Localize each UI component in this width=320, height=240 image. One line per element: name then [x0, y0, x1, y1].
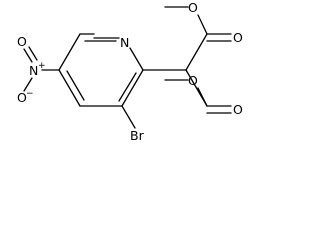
bond-nitro-n-o-top — [23, 48, 33, 63]
atom-labels: N Br N + O O − O O O O — [17, 0, 243, 143]
bond-c-bottom-o-ether — [197, 87, 208, 107]
nitro-nitrogen-charge: + — [38, 61, 46, 71]
nitro-oxygen-bottom-label: O — [17, 90, 27, 105]
bonds — [23, 6, 232, 129]
nitro-nitrogen-label: N — [29, 63, 38, 78]
ester-bottom-ether-oxygen-label: O — [188, 73, 198, 88]
bond-nitro-n-o-bottom — [23, 77, 33, 92]
bond-c5-c6 — [58, 33, 81, 71]
bromine-label: Br — [130, 128, 145, 143]
bond-nitro-n-o-top-double — [28, 46, 38, 61]
ring-nitrogen-label: N — [120, 35, 129, 50]
bond-c4-c5-inner — [66, 70, 85, 101]
bond-c3-br — [121, 105, 136, 129]
bond-ch-c-top — [185, 33, 208, 71]
nitro-oxygen-charge: − — [26, 89, 34, 99]
molecule-structure: N Br N + O O − O O O O — [17, 0, 243, 143]
ester-bottom-carbonyl-oxygen-label: O — [233, 102, 243, 117]
nitro-oxygen-top-label: O — [17, 34, 27, 49]
ester-top-carbonyl-oxygen-label: O — [233, 30, 243, 45]
bond-c2-c3-inner — [118, 72, 137, 102]
bond-c-top-o-ether — [197, 14, 208, 35]
bond-c4-c5 — [58, 69, 81, 107]
bond-n1-c2 — [129, 47, 144, 71]
bond-c2-c3 — [121, 69, 144, 107]
ester-top-ether-oxygen-label: O — [188, 0, 198, 15]
